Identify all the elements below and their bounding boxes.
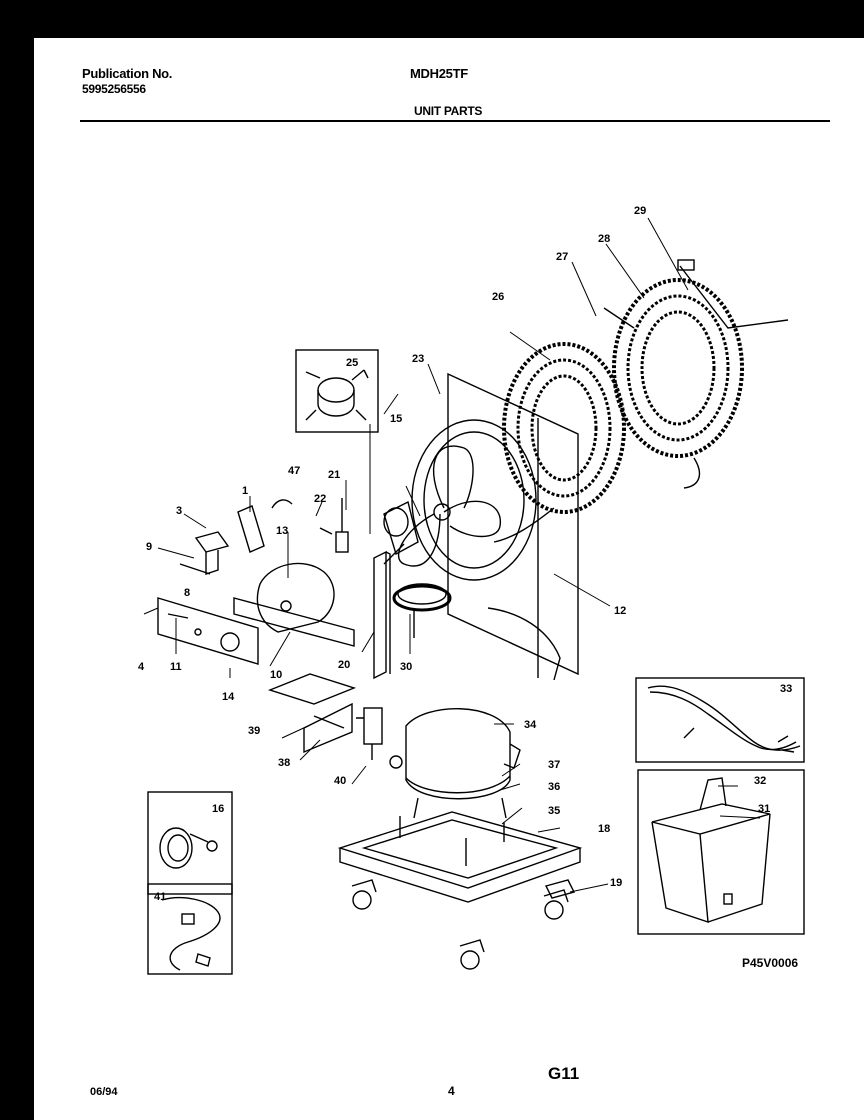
header-rule — [80, 120, 830, 122]
footer-date: 06/94 — [90, 1086, 118, 1098]
callout-8: 8 — [184, 587, 190, 599]
label-tag-19 — [544, 879, 576, 899]
callout-11: 11 — [170, 661, 182, 673]
callout-31: 31 — [758, 803, 770, 815]
drain-pan-icon — [267, 673, 357, 754]
callout-18: 18 — [598, 823, 610, 835]
control-housing-icon — [233, 562, 355, 647]
wire-coil-icon — [392, 583, 452, 638]
callout-20: 20 — [338, 659, 350, 671]
exploded-parts-diagram: 1 3 4 8 9 10 11 12 13 14 15 16 18 19 20 … — [138, 205, 805, 975]
condenser-coil-icon — [493, 342, 626, 543]
callout-34: 34 — [524, 719, 537, 731]
callout-27: 27 — [556, 251, 568, 263]
fan-shroud-icon — [411, 372, 579, 678]
base-pan-icon — [337, 811, 583, 903]
callout-22: 22 — [314, 493, 326, 505]
callout-32: 32 — [754, 775, 766, 787]
figure-code: P45V0006 — [742, 956, 799, 970]
control-panel-icon — [157, 597, 259, 665]
inset-box-41 — [147, 883, 233, 975]
publication-label: Publication No. — [82, 66, 173, 81]
capacitor-icon — [305, 369, 369, 421]
leader-lines — [143, 217, 761, 893]
callout-23: 23 — [412, 353, 424, 365]
callout-19: 19 — [610, 877, 622, 889]
callout-36: 36 — [548, 781, 560, 793]
callout-29: 29 — [634, 205, 646, 217]
callout-33: 33 — [780, 683, 792, 695]
callout-16: 16 — [212, 803, 224, 815]
callout-12: 12 — [614, 605, 626, 617]
valve-icon — [356, 707, 383, 760]
callout-15: 15 — [390, 413, 402, 425]
mounting-bracket-icon — [373, 550, 391, 680]
callout-38: 38 — [278, 757, 290, 769]
callout-26: 26 — [492, 291, 504, 303]
callout-21: 21 — [328, 469, 340, 481]
callout-39: 39 — [248, 725, 260, 737]
callout-13: 13 — [276, 525, 288, 537]
power-cord-icon — [161, 896, 221, 971]
callout-10: 10 — [270, 669, 282, 681]
callout-1: 1 — [242, 485, 248, 497]
fan-motor-icon — [383, 500, 419, 565]
inset-box-25 — [295, 349, 379, 433]
water-bucket-icon — [651, 777, 771, 924]
callout-37: 37 — [548, 759, 560, 771]
switch-icon — [194, 505, 265, 575]
caster-icon — [351, 879, 569, 970]
inset-box-16 — [147, 791, 233, 895]
callout-14: 14 — [222, 691, 235, 703]
callout-35: 35 — [548, 805, 560, 817]
footer-code: G11 — [548, 1064, 580, 1083]
callout-4: 4 — [138, 661, 145, 673]
callout-28: 28 — [598, 233, 610, 245]
wire-harness-icon — [647, 685, 801, 753]
callout-3: 3 — [176, 505, 182, 517]
callout-25: 25 — [346, 357, 358, 369]
section-title: UNIT PARTS — [414, 104, 483, 118]
compressor-icon — [389, 708, 521, 819]
screw-lines — [167, 563, 211, 619]
clamp-icon — [159, 827, 218, 869]
humidistat-icon — [271, 498, 349, 553]
callout-30: 30 — [400, 661, 412, 673]
evaporator-coil-icon — [612, 278, 744, 489]
refrigerant-tube — [487, 607, 561, 681]
inset-box-33 — [635, 677, 805, 763]
publication-number: 5995256556 — [82, 82, 146, 96]
callout-47: 47 — [288, 465, 300, 477]
callout-labels: 1 3 4 8 9 10 11 12 13 14 15 16 18 19 20 … — [138, 205, 792, 903]
fan-blade-icon — [397, 445, 501, 567]
parts-sheet: Publication No. 5995256556 MDH25TF UNIT … — [34, 38, 864, 1120]
sensor-tube-icon — [603, 259, 789, 329]
callout-41: 41 — [154, 891, 166, 903]
callout-40: 40 — [334, 775, 346, 787]
callout-9: 9 — [146, 541, 152, 553]
model-number: MDH25TF — [410, 66, 468, 81]
inset-box-31 — [637, 769, 805, 935]
footer-page-number: 4 — [448, 1084, 455, 1098]
